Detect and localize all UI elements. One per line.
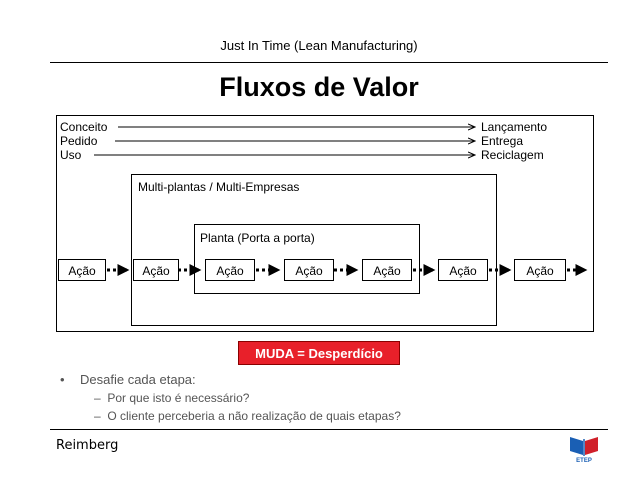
stream-label-uso: Uso [60, 148, 82, 162]
etep-logo-icon: ETEP [570, 437, 598, 463]
presentation-subtitle: Just In Time (Lean Manufacturing) [220, 38, 418, 53]
action-box: Ação [438, 259, 488, 281]
footer-author: Reimberg [56, 438, 119, 453]
stream-label-lancamento: Lançamento [481, 120, 548, 134]
bullet-main: • Desafie cada etapa: [60, 372, 196, 387]
plant-label: Planta (Porta a porta) [200, 231, 315, 245]
stream-label-entrega: Entrega [481, 134, 524, 148]
stream-label-pedido: Pedido [60, 134, 98, 148]
top-divider [50, 62, 608, 63]
stream-right-labels: Lançamento Entrega Reciclagem [481, 120, 547, 162]
action-box: Ação [133, 259, 179, 281]
sub-bullet-2-text: O cliente perceberia a não realização de… [107, 409, 401, 423]
action-box: Ação [58, 259, 106, 281]
stream-left-labels: Conceito Pedido Uso [60, 120, 107, 162]
action-box: Ação [205, 259, 255, 281]
multi-plant-label: Multi-plantas / Multi-Empresas [138, 180, 300, 194]
muda-callout: MUDA = Desperdício [238, 341, 400, 365]
stream-label-reciclagem: Reciclagem [481, 148, 544, 162]
multi-plant-box [131, 174, 497, 326]
bullet-dot-icon: • [60, 372, 65, 387]
action-box: Ação [514, 259, 566, 281]
bullet-main-text: Desafie cada etapa: [80, 372, 196, 387]
sub-bullet-2: – O cliente perceberia a não realização … [94, 409, 401, 423]
sub-bullet-1-text: Por que isto é necessário? [107, 391, 250, 405]
action-box: Ação [362, 259, 412, 281]
stream-label-conceito: Conceito [60, 120, 108, 134]
bottom-divider [50, 429, 608, 430]
sub-bullet-1: – Por que isto é necessário? [94, 391, 250, 405]
slide-title: Fluxos de Valor [219, 72, 419, 102]
value-stream-frame [56, 115, 594, 332]
svg-text:ETEP: ETEP [576, 458, 592, 463]
plant-box [194, 224, 420, 294]
action-box: Ação [284, 259, 334, 281]
